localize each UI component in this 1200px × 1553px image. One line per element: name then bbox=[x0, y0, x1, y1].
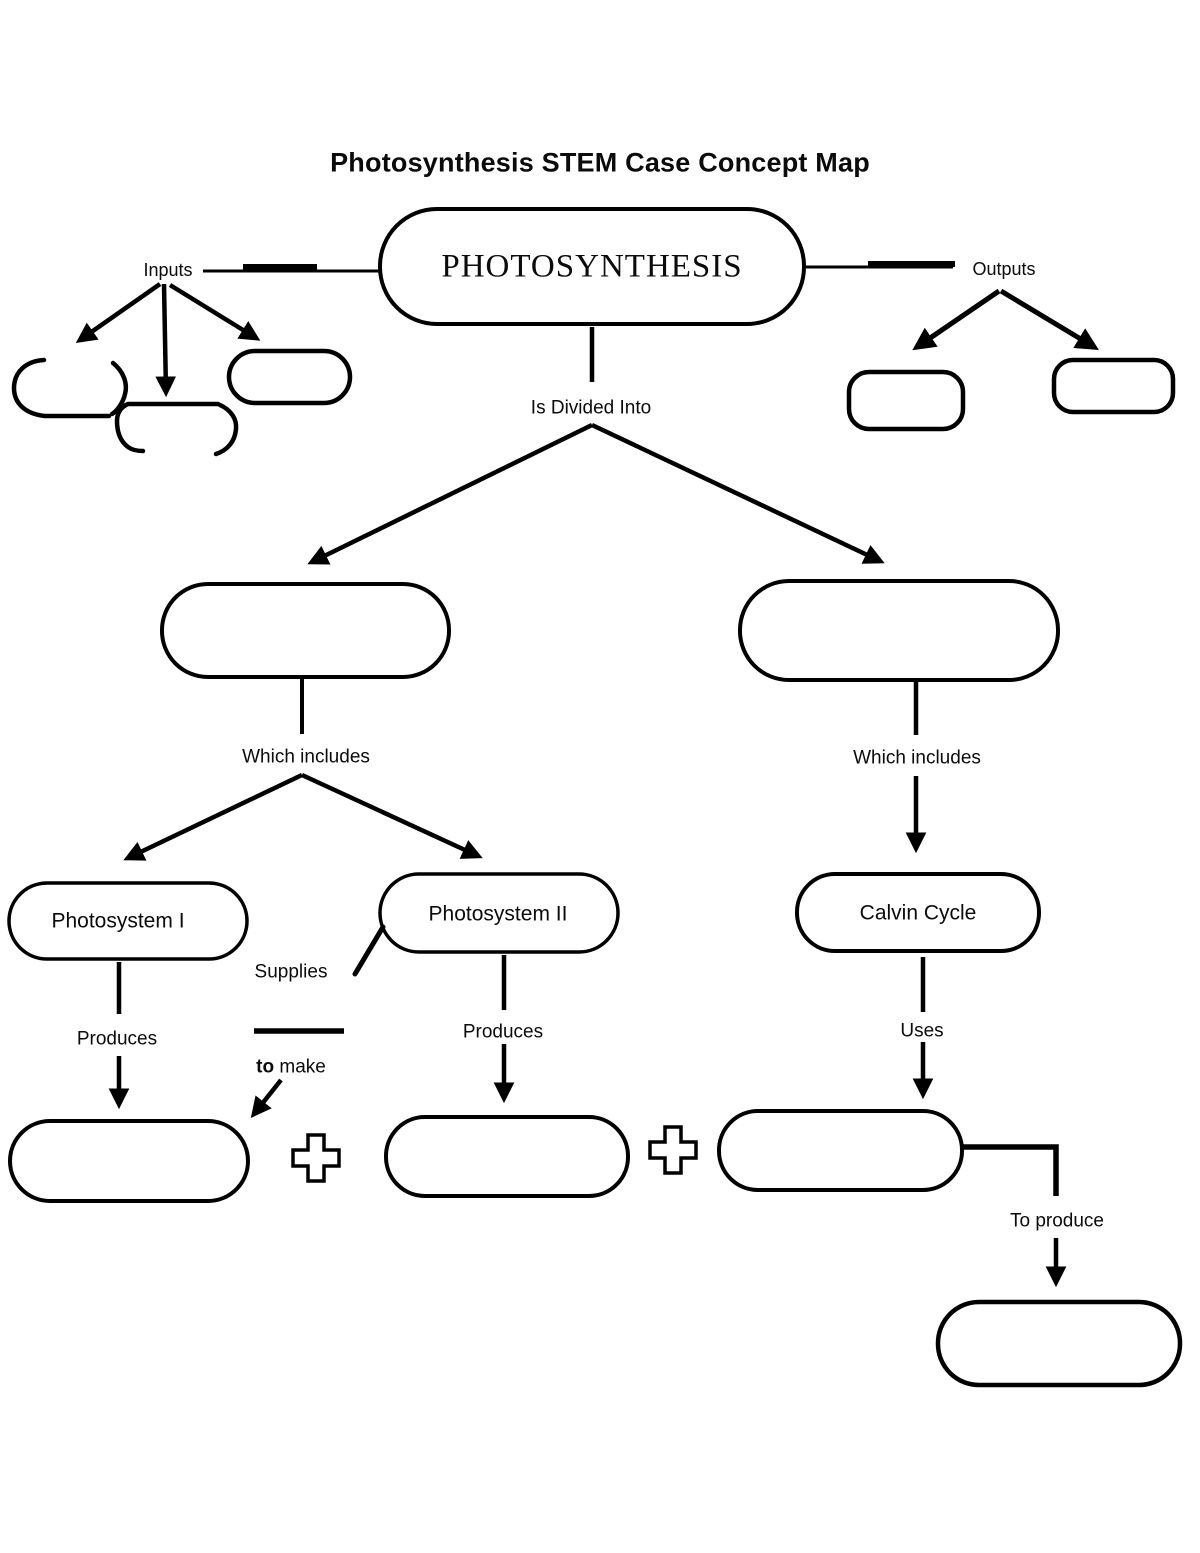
input-blank-node-2 bbox=[114, 401, 239, 457]
page-title: Photosynthesis STEM Case Concept Map bbox=[330, 147, 870, 178]
to-make-label-rest: make bbox=[274, 1056, 326, 1078]
which-includes-right-label: Which includes bbox=[853, 747, 981, 769]
outputs-label: Outputs bbox=[972, 259, 1036, 279]
produces-ps1-label: Produces bbox=[76, 1028, 158, 1050]
division-blank-node-right bbox=[738, 579, 1060, 682]
arrow-inputs-blank-1 bbox=[75, 282, 162, 343]
inputs-label: Inputs bbox=[143, 260, 193, 280]
to-produce-label: To produce bbox=[1009, 1210, 1105, 1232]
photosynthesis-node-oval bbox=[378, 207, 806, 326]
supplies-label: Supplies bbox=[254, 961, 328, 983]
edge-ps2-supplies bbox=[352, 924, 386, 977]
output-blank-node-1 bbox=[846, 369, 966, 432]
input-blank-node-3 bbox=[226, 348, 353, 406]
arrow-divided-left bbox=[307, 422, 593, 565]
arrow-which-includes-ps2 bbox=[301, 772, 483, 859]
arrow-to-make bbox=[250, 1078, 283, 1119]
to-make-label: to make bbox=[256, 1058, 326, 1077]
photosystem-i-node-label: Photosystem I bbox=[51, 909, 185, 933]
plus-icon bbox=[291, 1133, 341, 1183]
arrow-outputs-blank-2 bbox=[999, 288, 1099, 350]
photosynthesis-node-label: PHOTOSYNTHESIS bbox=[441, 248, 743, 285]
is-divided-into-label: Is Divided Into bbox=[530, 397, 652, 419]
division-blank-node-left bbox=[160, 582, 451, 679]
output-blank-node-2 bbox=[1051, 357, 1176, 415]
product-blank-node-2 bbox=[384, 1115, 630, 1198]
input-blank-node-1 bbox=[11, 357, 129, 419]
edge-uses-to-produce bbox=[962, 1144, 1059, 1196]
produces-ps2-label: Produces bbox=[462, 1021, 544, 1043]
calvin-cycle-node-oval bbox=[795, 872, 1041, 953]
calvin-cycle-node-label: Calvin Cycle bbox=[859, 901, 977, 925]
to-make-label-bold: to bbox=[256, 1056, 275, 1078]
which-includes-left-label: Which includes bbox=[242, 746, 370, 768]
final-product-blank-node bbox=[935, 1299, 1183, 1388]
arrow-inputs-blank-3 bbox=[168, 283, 261, 341]
arrow-outputs-blank-1 bbox=[912, 288, 1001, 351]
photosystem-ii-node-label: Photosystem II bbox=[428, 902, 568, 926]
photosystem-i-node-oval bbox=[7, 881, 249, 961]
product-blank-node-1 bbox=[8, 1119, 250, 1203]
arrow-which-includes-ps1 bbox=[123, 772, 303, 861]
uses-blank-node bbox=[717, 1109, 964, 1192]
arrow-divided-right bbox=[591, 422, 885, 564]
arrow-inputs-blank-2 bbox=[155, 283, 177, 398]
plus-icon bbox=[648, 1125, 698, 1175]
uses-label: Uses bbox=[900, 1020, 944, 1042]
photosystem-ii-node-oval bbox=[378, 872, 620, 954]
